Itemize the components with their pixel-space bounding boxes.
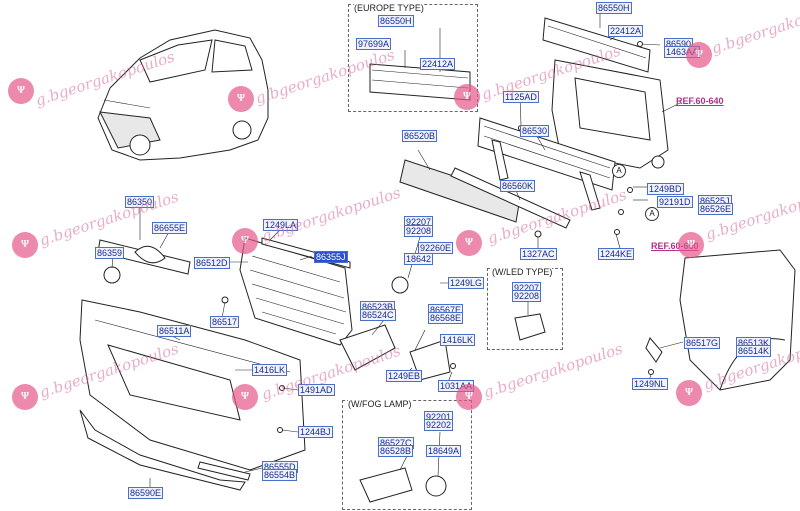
part-label-1244bj[interactable]: 1244BJ [298,426,333,438]
part-label-1249la[interactable]: 1249LA [263,219,299,231]
part-label-92208[interactable]: 92208 [404,225,434,237]
europe-type-title: (EUROPE TYPE) [354,3,424,13]
watermark-logo: Ψ [456,230,482,256]
part-label-1249eb[interactable]: 1249EB [386,370,423,382]
part-label-97699a[interactable]: 97699A [356,38,392,50]
part-label-92191d[interactable]: 92191D [657,196,693,208]
part-label-22412a[interactable]: 22412A [608,25,644,37]
part-label-86520b[interactable]: 86520B [402,130,438,142]
part-label-86514k[interactable]: 86514K [736,345,772,357]
watermark-logo: Ψ [12,384,38,410]
callout-a-1: A [612,164,626,178]
watermark-logo: Ψ [232,384,258,410]
part-label-86511a[interactable]: 86511A [157,325,192,337]
part-label-86517g[interactable]: 86517G [684,337,721,349]
part-label-86550h[interactable]: 86550H [596,2,632,14]
part-label-1125ad[interactable]: 1125AD [503,91,539,103]
part-label-86550h-europe[interactable]: 86550H [378,15,414,27]
part-label-1491ad[interactable]: 1491AD [298,384,335,396]
fog-lamp-title: (W/FOG LAMP) [348,399,412,409]
part-label-1249bd[interactable]: 1249BD [647,183,684,195]
radiator-support [551,59,669,169]
watermark-logo: Ψ [8,78,34,104]
fog-lamp [425,475,447,497]
ref-60-660[interactable]: REF.60-660 [651,241,699,251]
part-label-92260e[interactable]: 92260E [418,242,454,254]
part-label-1416lk[interactable]: 1416LK [252,364,288,376]
led-type-group [487,268,563,350]
part-label-86554b[interactable]: 86554B [262,469,298,481]
part-label-86359[interactable]: 86359 [95,247,125,259]
part-label-86524c[interactable]: 86524C [360,309,396,321]
bumper-beam [477,117,616,211]
lower-strip [450,167,571,229]
part-label-86528b[interactable]: 86528B [378,445,414,457]
part-label-86517[interactable]: 86517 [210,316,240,328]
part-label-18649a[interactable]: 18649A [426,445,462,457]
watermark-logo: Ψ [456,384,482,410]
lower-trim [197,461,251,481]
part-label-86590e[interactable]: 86590E [128,487,164,499]
part-label-86568e[interactable]: 86568E [428,312,464,324]
europe-absorber [369,28,471,101]
watermark-logo: Ψ [454,84,480,110]
part-label-86530[interactable]: 86530 [520,125,550,137]
lower-lip [79,409,246,491]
watermark-logo: Ψ [686,42,712,68]
part-label-86355j[interactable]: 86355J [314,251,348,263]
part-label-1249lg[interactable]: 1249LG [448,277,485,289]
led-type-title: (W/LED TYPE) [492,267,553,277]
watermark-logo: Ψ [228,86,254,112]
watermark-logo: Ψ [232,228,258,254]
part-label-92208-led[interactable]: 92208 [512,290,542,302]
part-label-22412a-europe[interactable]: 22412A [420,58,456,70]
fender-bracket [645,337,663,363]
watermark-logo: Ψ [12,232,38,258]
upper-absorber [542,12,651,73]
fog-bezel [339,324,396,371]
part-label-18642[interactable]: 18642 [404,253,434,265]
led-lamp [514,313,546,341]
fog-lamp-bezel [359,467,413,503]
part-label-92202[interactable]: 92202 [424,419,454,431]
ref-60-640[interactable]: REF.60-640 [676,96,724,106]
car-illustration [97,29,269,161]
part-label-1327ac[interactable]: 1327AC [520,248,557,260]
watermark-logo: Ψ [678,232,704,258]
part-label-1416lk-center[interactable]: 1416LK [440,334,476,346]
part-label-86512d[interactable]: 86512D [194,257,230,269]
part-label-1244ke[interactable]: 1244KE [598,248,635,260]
part-label-86350[interactable]: 86350 [125,196,155,208]
part-label-86655e[interactable]: 86655E [152,222,188,234]
part-label-1249nl[interactable]: 1249NL [632,378,668,390]
watermark-logo: Ψ [676,380,702,406]
part-label-86526e[interactable]: 86526E [698,203,734,215]
front-bumper [79,299,306,471]
callout-a-2: A [645,207,659,221]
fog-lamp-upper [391,276,409,294]
part-label-86560k[interactable]: 86560K [500,180,536,192]
